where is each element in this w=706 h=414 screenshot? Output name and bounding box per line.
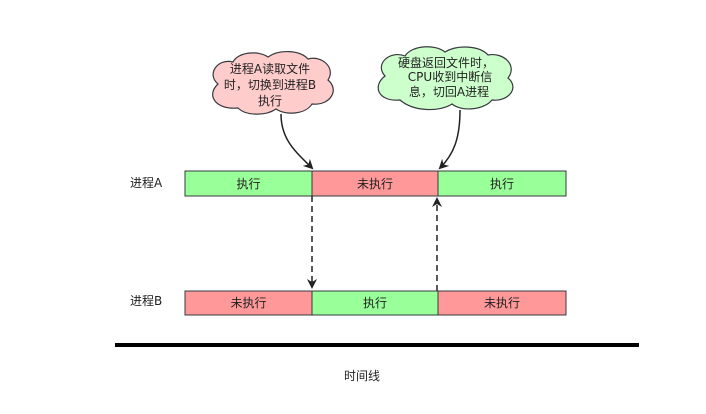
callout-read-line-1: 进程A读取文件 (230, 61, 310, 76)
callout-disk-return: 硬盘返回文件时， CPU收到中断信 息，切回A进程 (377, 46, 514, 111)
process-b-segment-2-label: 执行 (363, 296, 387, 310)
process-b-segment-3 (437, 290, 567, 316)
process-b-bar: 未执行 执行 未执行 (184, 290, 567, 316)
callout-disk-line-3: 息，切回A进程 (409, 84, 489, 99)
connector-disk-to-switch (438, 109, 461, 170)
process-a-segment-2-label: 未执行 (357, 177, 393, 191)
callout-disk-line-1: 硬盘返回文件时， (398, 55, 494, 70)
process-b-label: 进程B (130, 293, 162, 308)
callout-read-file: 进程A读取文件 时，切换到进程B 执行 (212, 51, 334, 115)
process-b-segment-2 (311, 290, 439, 316)
process-a-segment-1 (184, 170, 313, 197)
process-a-label: 进程A (130, 175, 163, 190)
callout-disk-line-2: CPU收到中断信 (408, 69, 492, 84)
connector-read-to-switch (280, 113, 314, 170)
process-a-segment-3 (437, 170, 567, 197)
timeline-label: 时间线 (344, 369, 380, 383)
process-a-segment-2 (311, 170, 439, 197)
cloud-green-shape (377, 46, 514, 111)
cloud-pink-shape (212, 51, 334, 115)
callout-read-line-2: 时，切换到进程B (224, 77, 316, 92)
callout-read-line-3: 执行 (258, 94, 282, 108)
process-b-segment-1-label: 未执行 (230, 296, 266, 310)
process-b-segment-1 (184, 290, 313, 316)
process-a-bar: 执行 未执行 执行 (184, 170, 567, 197)
process-a-segment-3-label: 执行 (490, 177, 514, 191)
process-b-segment-3-label: 未执行 (484, 296, 520, 310)
process-a-segment-1-label: 执行 (236, 177, 260, 191)
